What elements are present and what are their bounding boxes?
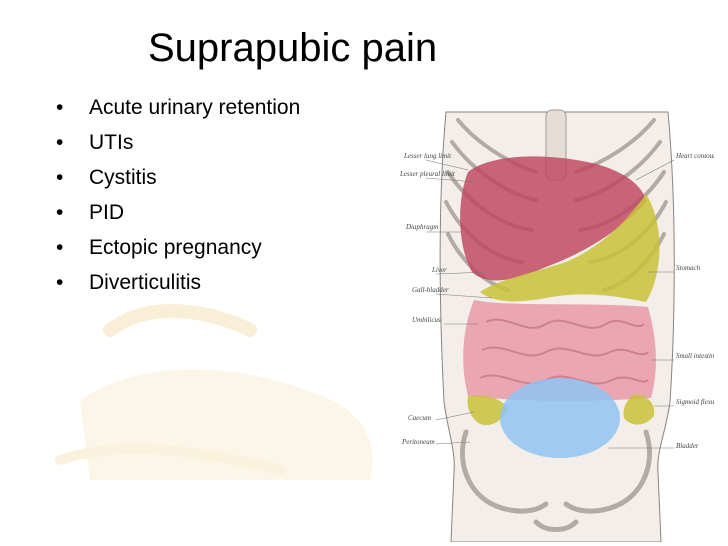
- label-umbilicus: Umbilicus: [412, 316, 441, 324]
- label-small-intestine: Small intestine: [676, 352, 714, 360]
- label-heart-contour: Heart contour: [675, 152, 714, 160]
- label-stomach: Stomach: [676, 264, 701, 272]
- liver-region: [460, 156, 646, 281]
- label-caecum: Caecum: [408, 414, 431, 422]
- label-lesser-lung-limit: Lesser lung limit: [403, 152, 452, 160]
- label-liver: Liver: [431, 266, 447, 274]
- bullet-dot: •: [56, 201, 64, 224]
- small-intestine-region: [463, 300, 656, 401]
- label-diaphragm: Diaphragm: [405, 223, 438, 231]
- bullet-item: • PID: [56, 195, 300, 230]
- bullet-item: • Cystitis: [56, 160, 300, 195]
- pelvis-bones: [460, 429, 652, 532]
- bullet-list: • Acute urinary retention • UTIs • Cystitis…: [56, 90, 300, 300]
- abdomen-anatomy-figure: Lesser lung limit Lesser pleural limit H…: [399, 109, 714, 542]
- bullet-dot: •: [56, 96, 64, 119]
- bullet-text: Ectopic pregnancy: [89, 236, 262, 259]
- bullet-item: • Diverticulitis: [56, 265, 300, 300]
- label-peritoneum: Peritoneum: [401, 438, 435, 446]
- intestine-folds: [479, 318, 649, 385]
- caecum-region: [467, 395, 508, 426]
- bullet-text: UTIs: [89, 131, 134, 154]
- bullet-dot: •: [56, 236, 64, 259]
- bullet-dot: •: [56, 271, 64, 294]
- bullet-item: • Ectopic pregnancy: [56, 230, 300, 265]
- suprapubic-region: [500, 378, 620, 458]
- bullet-dot: •: [56, 166, 64, 189]
- bullet-text: PID: [89, 201, 125, 224]
- bullet-text: Cystitis: [89, 166, 157, 189]
- bullet-dot: •: [56, 131, 64, 154]
- slide-title: Suprapubic pain: [148, 26, 438, 70]
- bullet-item: • Acute urinary retention: [56, 90, 300, 125]
- label-bladder: Bladder: [676, 442, 699, 450]
- label-lesser-pleural-limit: Lesser pleural limit: [399, 170, 456, 178]
- leader-lines: [425, 159, 675, 449]
- label-gall-bladder: Gall-bladder: [412, 286, 449, 294]
- label-sigmoid-flexure: Sigmoid flexure: [676, 398, 714, 406]
- sigmoid-region: [623, 394, 655, 425]
- stomach-region: [480, 194, 660, 302]
- bullet-item: • UTIs: [56, 125, 300, 160]
- bullet-text: Diverticulitis: [89, 271, 202, 294]
- bullet-text: Acute urinary retention: [89, 96, 301, 119]
